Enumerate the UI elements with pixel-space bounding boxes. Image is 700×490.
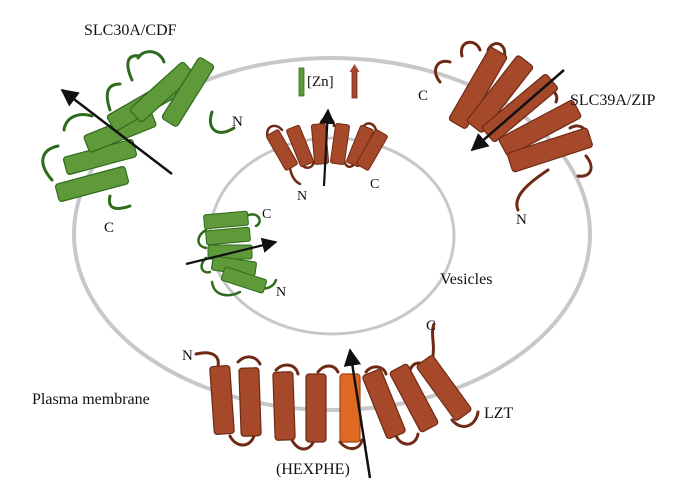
slc30a-transporter bbox=[41, 50, 236, 210]
lzt-helix-1 bbox=[209, 364, 235, 436]
terminus-vesicle-znt-n: N bbox=[276, 285, 286, 300]
label-vesicles: Vesicles bbox=[440, 271, 492, 288]
terminus-slc39a-n: N bbox=[516, 212, 527, 228]
label-slc39a: SLC39A/ZIP bbox=[570, 92, 655, 109]
lzt-loops bbox=[194, 322, 480, 451]
label-lzt: LZT bbox=[484, 405, 514, 422]
terminus-slc30a-c: C bbox=[104, 220, 114, 236]
zn-indicator-brown-bar bbox=[351, 69, 358, 99]
vesicle-znt-helix-2 bbox=[205, 226, 251, 246]
label-slc30a: SLC30A/CDF bbox=[84, 22, 177, 39]
terminus-vesicle-zip-n: N bbox=[297, 189, 307, 204]
lzt-helix-6 bbox=[362, 369, 406, 439]
plasma-membrane bbox=[72, 56, 592, 412]
terminus-lzt-n: N bbox=[182, 348, 193, 364]
vesicle-znt-transporter bbox=[185, 210, 278, 297]
slc39a-helix-1 bbox=[448, 47, 508, 129]
lzt-helix-7 bbox=[389, 363, 439, 433]
slc39a-helix-2 bbox=[466, 55, 534, 133]
slc39a-flux-arrow bbox=[470, 69, 565, 152]
slc39a-helix-5 bbox=[507, 127, 593, 173]
slc30a-helix-1 bbox=[54, 166, 130, 202]
slc39a-transporter bbox=[434, 40, 593, 212]
vesicle-zip-helix-1 bbox=[266, 129, 298, 171]
lzt-flux-arrow bbox=[343, 348, 372, 479]
terminus-vesicle-zip-c: C bbox=[370, 177, 379, 192]
lzt-helix-2 bbox=[238, 367, 262, 437]
vesicle-zip-transporter bbox=[265, 108, 388, 187]
vesicle-zip-flux-arrow bbox=[319, 108, 335, 187]
label-zn: [Zn] bbox=[307, 74, 334, 90]
lzt-helix-3 bbox=[272, 371, 296, 441]
slc30a-helix-6 bbox=[161, 57, 215, 127]
label-hexphe: (HEXPHE) bbox=[276, 461, 350, 478]
terminus-slc39a-c: C bbox=[418, 88, 428, 104]
vesicle-zip-helix-2 bbox=[286, 124, 314, 168]
terminus-slc30a-n: N bbox=[232, 114, 243, 130]
lzt-helix-4 bbox=[305, 373, 327, 443]
vesicle-znt-loops bbox=[197, 213, 278, 297]
slc30a-loops bbox=[41, 50, 236, 210]
vesicle-zip-helix-6 bbox=[356, 129, 388, 171]
zn-indicator-green-bar bbox=[298, 67, 305, 97]
zn-indicator-arrowhead bbox=[349, 64, 360, 72]
label-plasma-membrane: Plasma membrane bbox=[32, 391, 150, 408]
terminus-lzt-c: C bbox=[426, 318, 436, 334]
lzt-helix-hexphe bbox=[339, 373, 361, 443]
vesicle-znt-flux-arrow bbox=[185, 237, 278, 266]
vesicle-zip-helix-4 bbox=[330, 122, 350, 166]
vesicle-znt-helix-1 bbox=[203, 210, 249, 230]
vesicle-znt-helix-5 bbox=[220, 266, 268, 294]
slc30a-flux-arrow bbox=[60, 88, 173, 175]
terminus-vesicle-znt-c: C bbox=[262, 207, 271, 222]
slc30a-helix-5 bbox=[129, 61, 195, 123]
lzt-helix-8 bbox=[416, 355, 472, 421]
lzt-transporter bbox=[194, 322, 480, 479]
slc39a-helix-4 bbox=[498, 99, 582, 157]
